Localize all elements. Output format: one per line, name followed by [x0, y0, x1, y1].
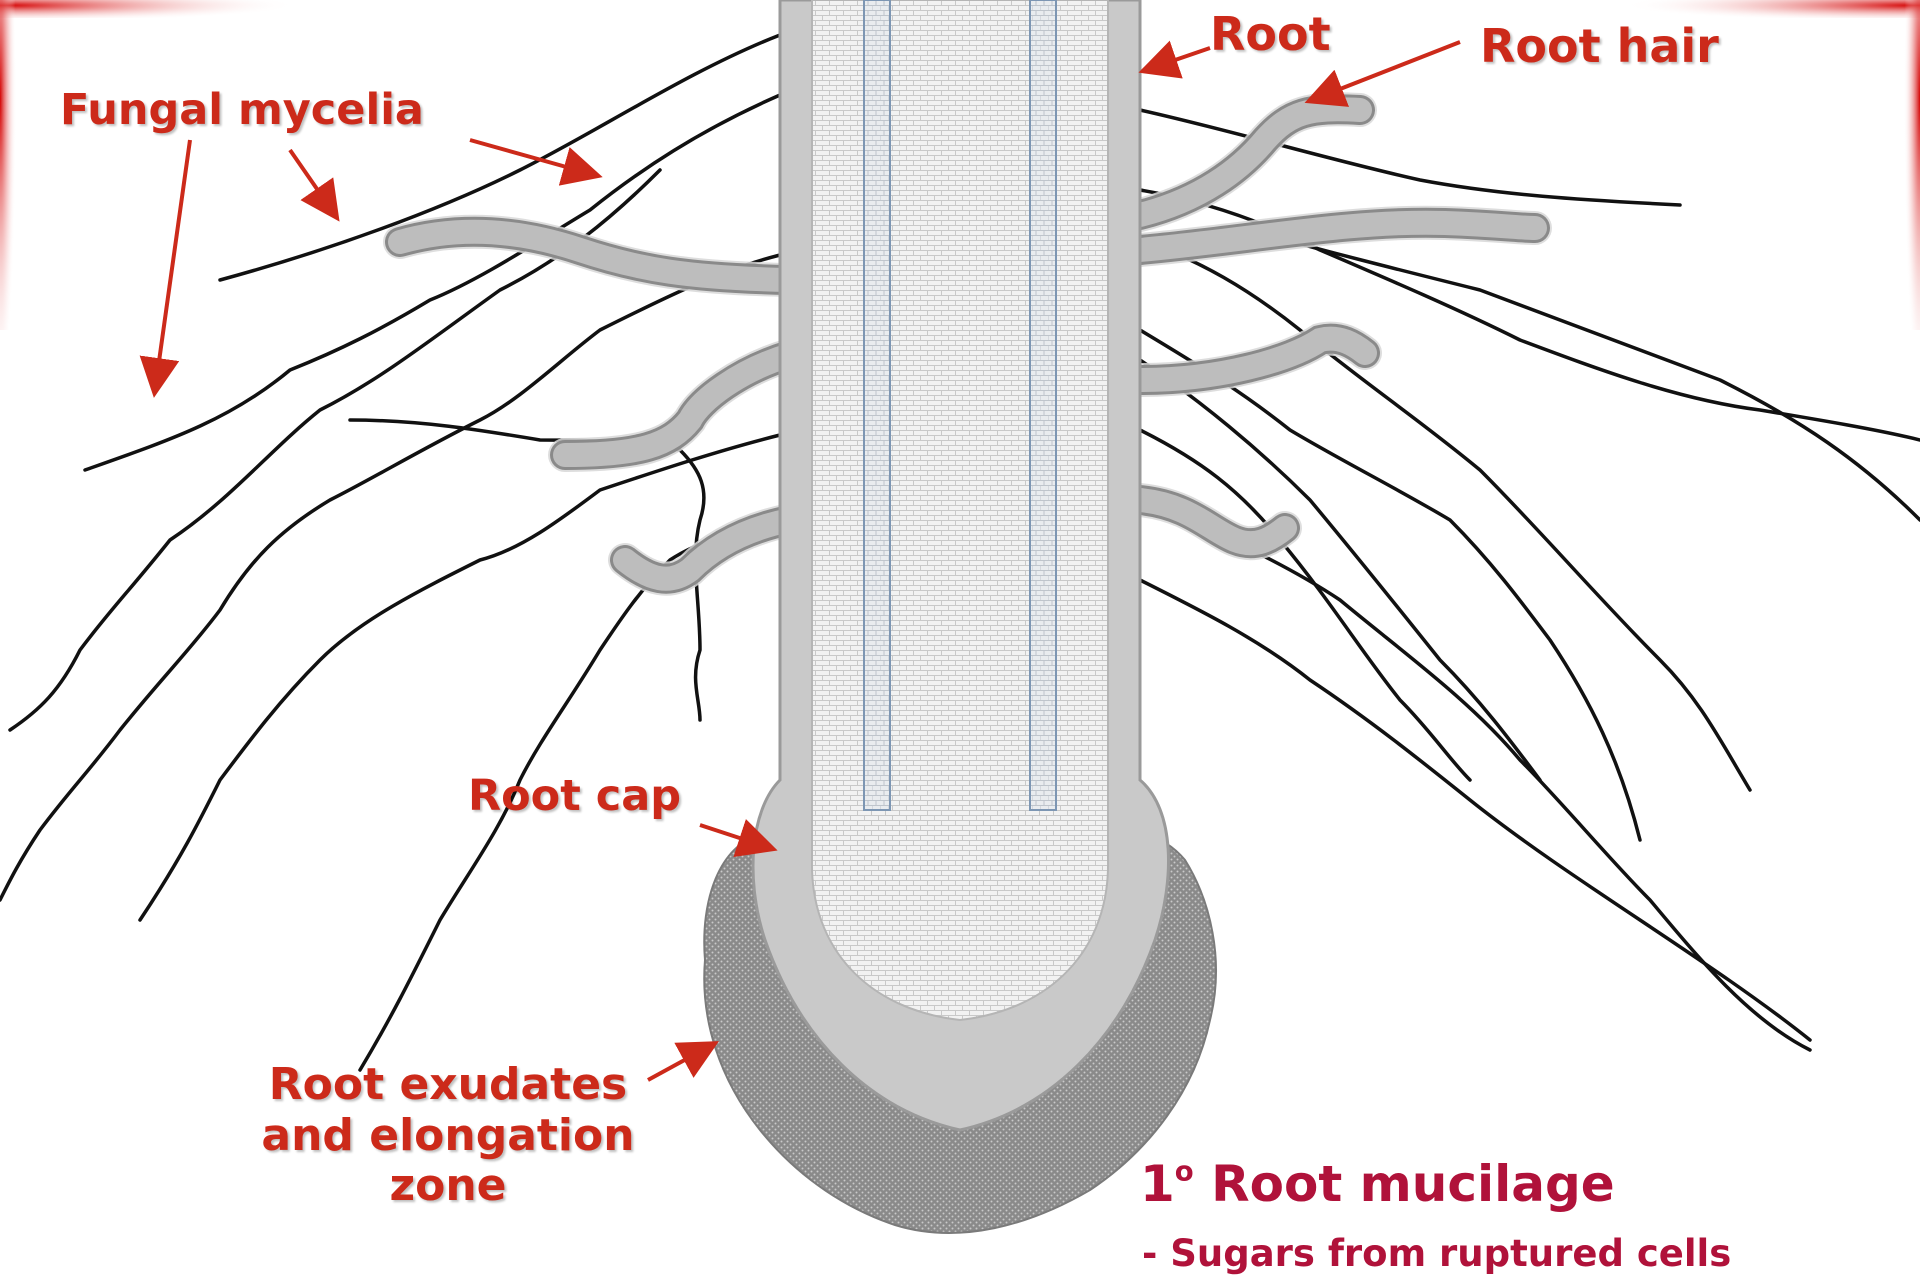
caption-heading-number: 1 — [1140, 1155, 1175, 1213]
label-root: Root — [1210, 8, 1331, 61]
caption-heading-text: Root mucilage — [1211, 1155, 1615, 1213]
label-root-exudates-line3: zone — [238, 1161, 658, 1212]
root-cortex — [812, 0, 1108, 1020]
label-root-exudates-line1: Root exudates — [238, 1060, 658, 1111]
label-root-hair: Root hair — [1480, 20, 1719, 73]
label-fungal-mycelia: Fungal mycelia — [60, 86, 424, 135]
vascular-strand-left — [864, 0, 890, 810]
caption-heading-superscript: o — [1175, 1155, 1194, 1187]
caption-subtext: - Sugars from ruptured cells — [1142, 1232, 1731, 1275]
caption-heading: 1o Root mucilage — [1140, 1155, 1615, 1213]
label-root-cap: Root cap — [468, 772, 681, 821]
vascular-strand-right — [1030, 0, 1056, 810]
label-root-exudates-line2: and elongation — [238, 1111, 658, 1162]
label-root-exudates: Root exudates and elongation zone — [238, 1060, 658, 1212]
